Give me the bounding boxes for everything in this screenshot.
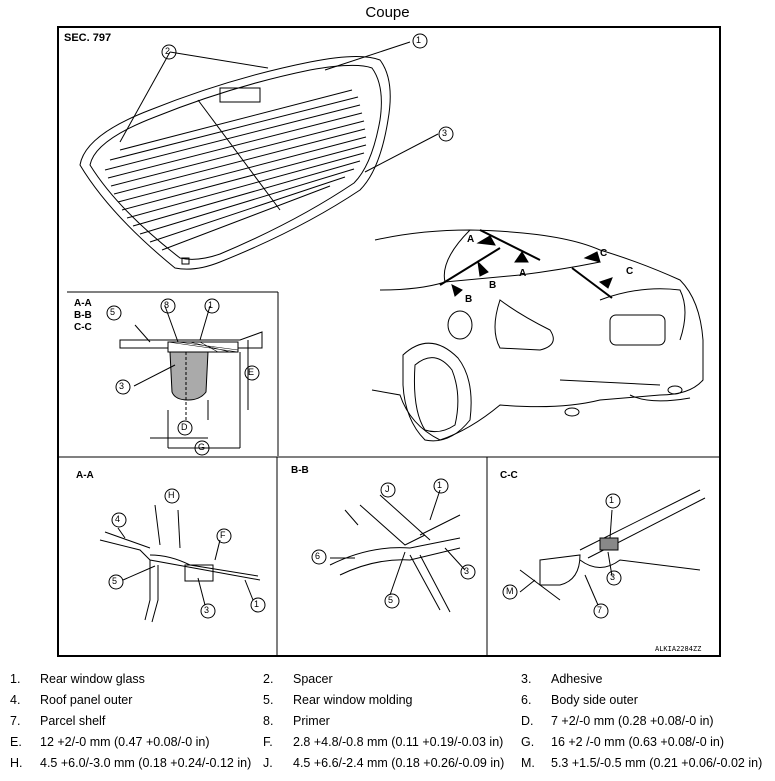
section-label-cc: C-C [74, 322, 92, 333]
section-aa-drawing [99, 504, 261, 623]
legend-item: 1.Rear window glass [10, 672, 145, 686]
legend-item: D.7 +2/-0 mm (0.28 +0.08/-0 in) [521, 714, 714, 728]
callout-3: 3 [442, 128, 448, 138]
cut-label-c: C [626, 266, 634, 277]
legend-item: G.16 +2 /-0 mm (0.63 +0.08/-0 in) [521, 735, 725, 749]
callout-3: 3 [610, 572, 616, 582]
cut-label-b: B [489, 280, 497, 291]
legend-item: 4.Roof panel outer [10, 693, 133, 707]
callout-6: 6 [315, 551, 321, 561]
section-cc-title: C-C [500, 470, 518, 481]
section-bb-title: B-B [291, 465, 309, 476]
legend-item: H.4.5 +6.0/-3.0 mm (0.18 +0.24/-0.12 in) [10, 756, 252, 770]
section-label-aa: A-A [74, 298, 92, 309]
dim-m: M [506, 586, 514, 596]
section-aa-title: A-A [76, 470, 94, 481]
cut-label-a: A [519, 268, 527, 279]
legend-item: J.4.5 +6.6/-2.4 mm (0.18 +0.26/-0.09 in) [263, 756, 505, 770]
legend-item: F.2.8 +4.8/-0.8 mm (0.11 +0.19/-0.03 in) [263, 735, 504, 749]
callout-2: 2 [165, 46, 171, 56]
legend-item: 8.Primer [263, 714, 330, 728]
legend-item: E.12 +2/-0 mm (0.47 +0.08/-0 in) [10, 735, 210, 749]
dim-e: E [248, 367, 255, 377]
callout-1: 1 [416, 35, 422, 45]
callout-1: 1 [254, 599, 260, 609]
car-rear-view-drawing [371, 229, 704, 442]
callout-5: 5 [388, 595, 394, 605]
legend-item: 2.Spacer [263, 672, 333, 686]
callout-1: 1 [609, 495, 615, 505]
dim-j: J [385, 484, 390, 494]
dim-d: D [181, 422, 188, 432]
section-bb-drawing [329, 489, 466, 613]
legend-item: 5.Rear window molding [263, 693, 413, 707]
rear-window-glass-drawing [79, 41, 439, 270]
callout-circles [106, 33, 622, 619]
legend-item: 3.Adhesive [521, 672, 603, 686]
cut-label-b: B [465, 294, 473, 305]
callout-5: 5 [112, 576, 118, 586]
section-label-bb: B-B [74, 310, 92, 321]
section-cc-drawing [519, 489, 706, 606]
page-title: Coupe [365, 4, 410, 21]
section-number: SEC. 797 [64, 32, 112, 44]
legend-item: M.5.3 +1.5/-0.5 mm (0.21 +0.06/-0.02 in) [521, 756, 763, 770]
dim-g: G [198, 442, 206, 452]
cut-label-c: C [600, 248, 608, 259]
callout-5: 5 [110, 307, 116, 317]
callout-3: 3 [204, 605, 210, 615]
dim-h: H [168, 490, 175, 500]
callout-3: 3 [119, 381, 125, 391]
legend-item: 6.Body side outer [521, 693, 638, 707]
diagram-frame [57, 26, 721, 657]
callout-3: 3 [464, 566, 470, 576]
diagram-code: ALKIA2284ZZ [655, 645, 702, 653]
callout-1: 1 [437, 480, 443, 490]
callout-4: 4 [115, 514, 121, 524]
legend-item: 7.Parcel shelf [10, 714, 106, 728]
dim-f: F [220, 530, 226, 540]
cut-label-a: A [467, 234, 475, 245]
callout-1: 1 [208, 300, 214, 310]
section-detail-combined [67, 291, 279, 456]
callout-7: 7 [597, 605, 603, 615]
callout-8: 8 [164, 300, 170, 310]
